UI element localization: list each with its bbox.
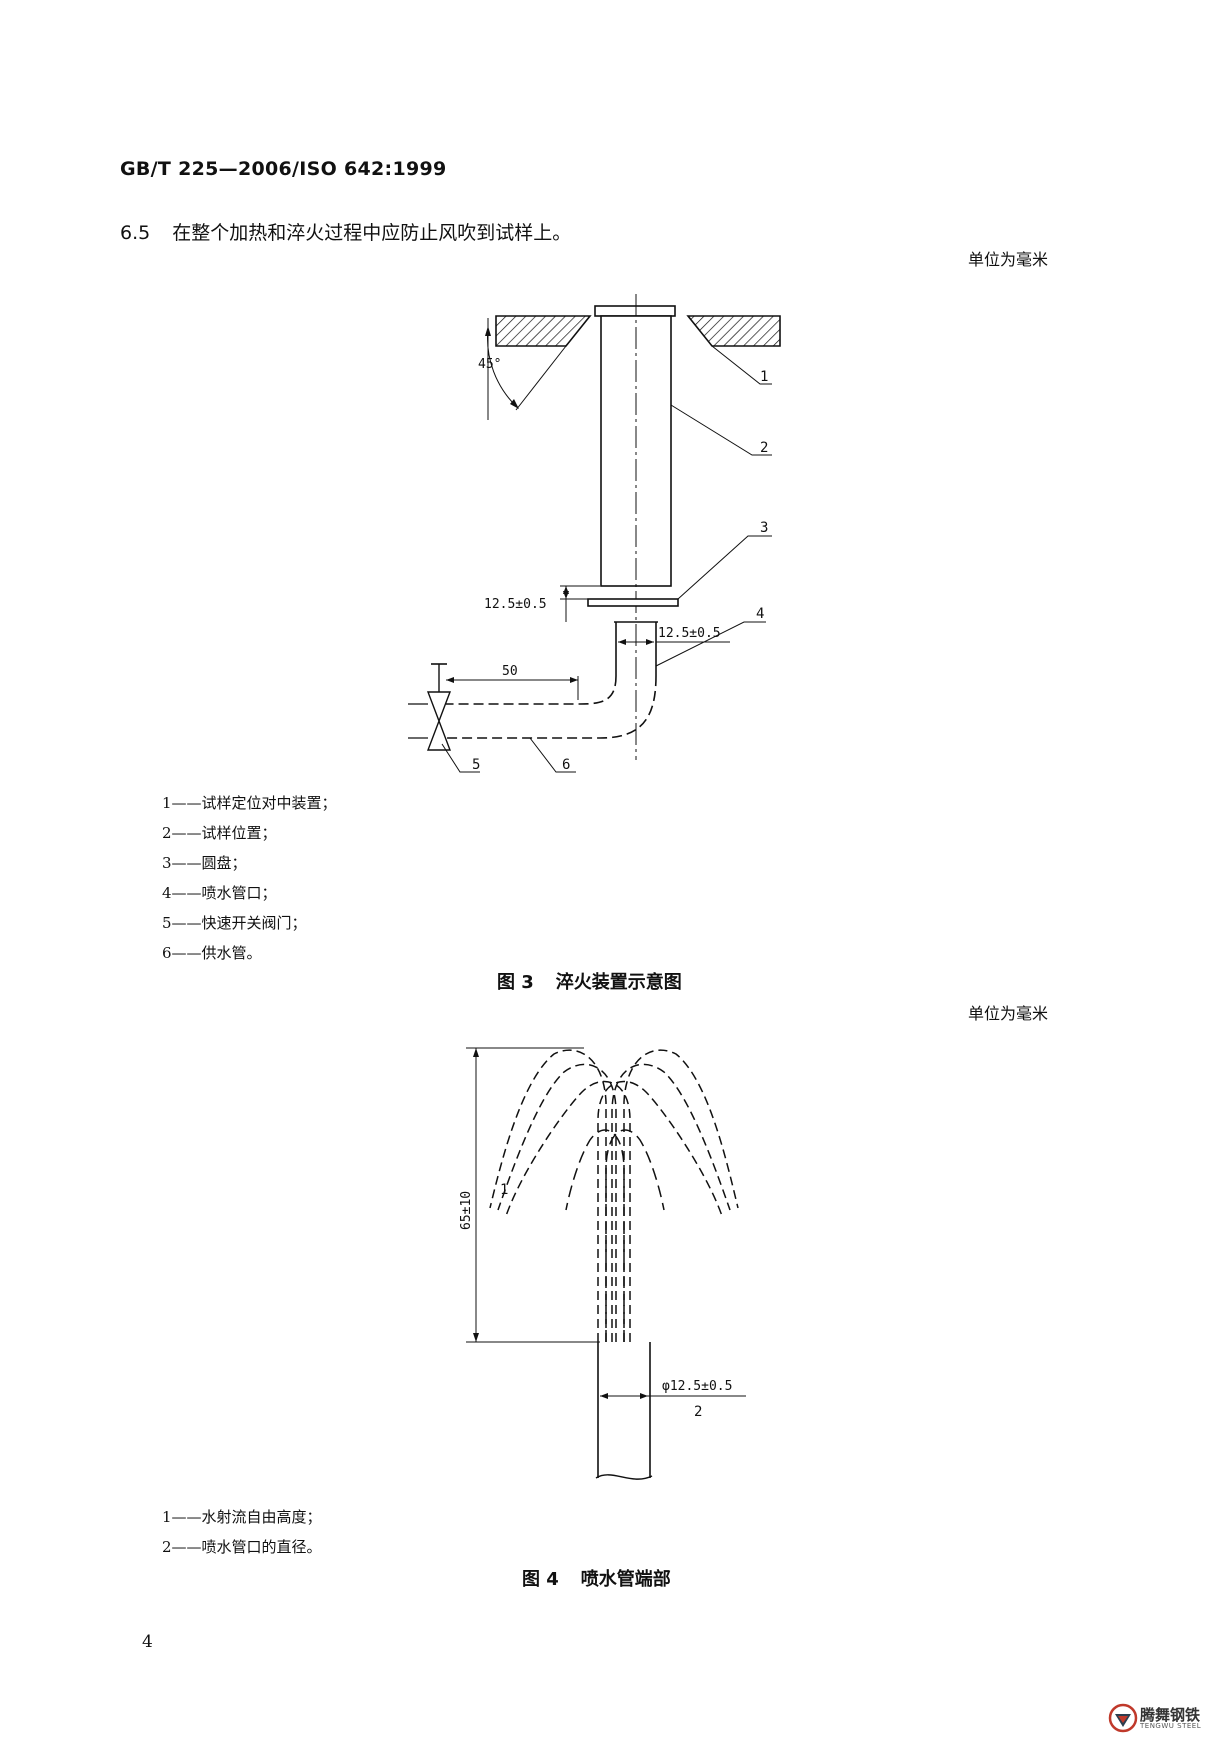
standard-header: GB/T 225—2006/ISO 642:1999 <box>120 158 447 180</box>
gap-dimension: 12.5±0.5 <box>484 597 547 612</box>
figure4-caption-number: 图 4 <box>522 1569 559 1590</box>
callout-5: 5 <box>472 757 480 773</box>
callout-1: 1 <box>760 369 768 385</box>
length-dimension: 50 <box>502 664 518 679</box>
legend-item: 6——供水管。 <box>162 944 262 962</box>
callout-6: 6 <box>562 757 570 773</box>
figure4-legend: 1——水射流自由高度； 2——喷水管口的直径。 <box>162 1502 322 1562</box>
height-dimension: 65±10 <box>459 1191 474 1230</box>
clause-text: 在整个加热和淬火过程中应防止风吹到试样上。 <box>172 222 572 244</box>
figure3-caption: 图 3 淬火装置示意图 <box>497 968 682 994</box>
legend-item: 2——试样位置； <box>162 824 277 842</box>
figure3-quenching-apparatus-diagram: 45° 12.5±0.5 12.5±0.5 50 1 2 3 4 5 6 <box>408 294 781 773</box>
figure4-nozzle-end-diagram: 65±10 φ12.5±0.5 1 2 <box>459 1047 746 1480</box>
brand-logo: 腾舞钢铁 TENGWU STEEL <box>1108 1700 1218 1736</box>
clause-number: 6.5 <box>120 222 151 244</box>
page-number: 4 <box>142 1632 153 1652</box>
angle-dimension: 45° <box>478 357 501 372</box>
nozzle-dimension: 12.5±0.5 <box>658 626 721 641</box>
nozzle-break-line <box>595 1474 653 1480</box>
disc <box>587 598 679 607</box>
legend-item: 4——喷水管口； <box>162 884 277 902</box>
brand-name: 腾舞钢铁 <box>1140 1706 1201 1724</box>
callout-1: 1 <box>500 1182 508 1198</box>
support-plate-left <box>495 315 592 347</box>
figure3-caption-number: 图 3 <box>497 972 534 993</box>
figure4-caption-title: 喷水管端部 <box>580 1569 671 1590</box>
brand-emblem-icon <box>1108 1703 1138 1733</box>
callout-3: 3 <box>760 520 768 536</box>
support-plate-right <box>686 315 781 347</box>
figure3-caption-title: 淬火装置示意图 <box>555 972 682 993</box>
figure4-unit-note: 单位为毫米 <box>968 1004 1049 1023</box>
quick-valve <box>426 691 452 751</box>
supply-pipe-outer <box>446 675 657 739</box>
callout-2: 2 <box>694 1404 702 1420</box>
figure3-unit-note: 单位为毫米 <box>968 250 1049 269</box>
clause-6-5: 6.5 在整个加热和淬火过程中应防止风吹到试样上。 <box>120 218 571 245</box>
supply-pipe-inner <box>446 675 617 705</box>
figure4-caption: 图 4 喷水管端部 <box>522 1565 671 1591</box>
callout-2: 2 <box>760 440 768 456</box>
specimen-collar <box>594 305 676 317</box>
brand-name-en: TENGWU STEEL <box>1140 1722 1202 1730</box>
legend-item: 2——喷水管口的直径。 <box>162 1538 322 1556</box>
legend-item: 5——快速开关阀门； <box>162 914 307 932</box>
legend-item: 1——水射流自由高度； <box>162 1508 322 1526</box>
diameter-dimension: φ12.5±0.5 <box>662 1379 732 1394</box>
legend-item: 1——试样定位对中装置； <box>162 794 337 812</box>
legend-item: 3——圆盘； <box>162 854 247 872</box>
figure3-legend: 1——试样定位对中装置； 2——试样位置； 3——圆盘； 4——喷水管口； 5—… <box>162 788 337 968</box>
callout-4: 4 <box>756 606 764 622</box>
